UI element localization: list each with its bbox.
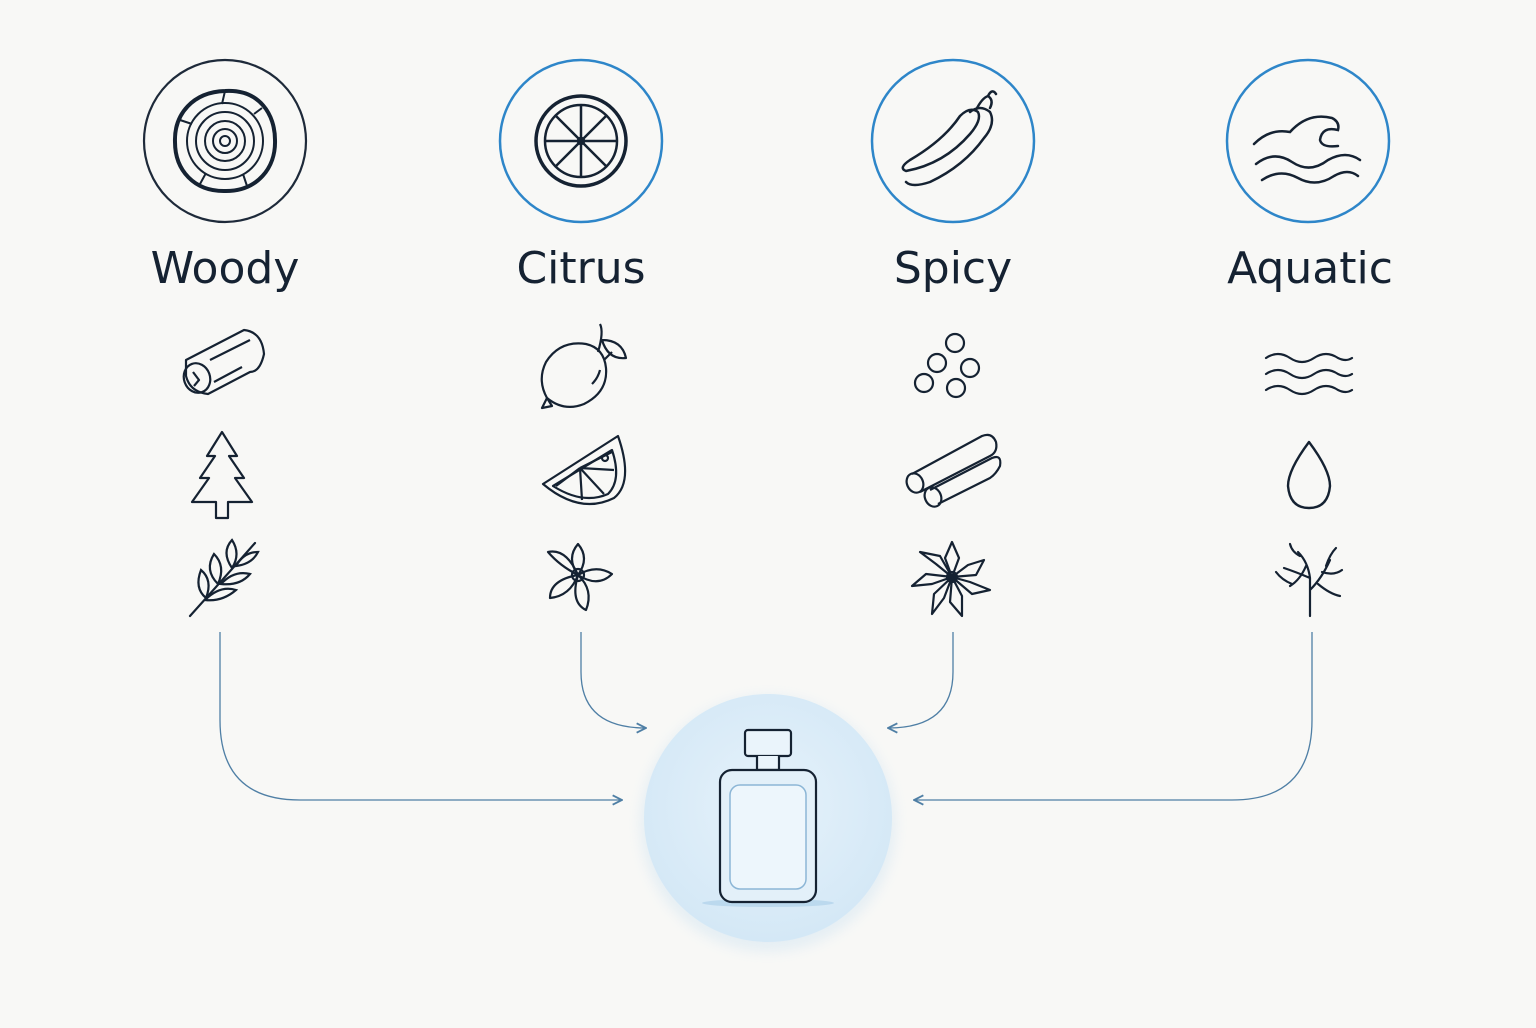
connector-spicy — [888, 632, 954, 728]
citrus-slice-icon — [534, 94, 628, 188]
aquatic-ring — [1225, 58, 1391, 224]
spicy-ring — [870, 58, 1036, 224]
tree-ring-icon — [172, 88, 278, 194]
perfume-bottle-icon — [702, 728, 834, 907]
citrus-ring — [498, 58, 664, 224]
connector-woody — [219, 632, 622, 800]
aquatic-label: Aquatic — [1227, 243, 1393, 294]
droplet-icon — [1286, 440, 1332, 510]
orange-wedge-icon — [541, 434, 627, 506]
star-anise-icon — [910, 540, 992, 618]
family-aquatic: Aquatic — [1225, 58, 1393, 618]
family-citrus: Citrus — [498, 58, 664, 612]
cinnamon-sticks-icon — [905, 433, 1002, 508]
woody-ring — [142, 58, 308, 224]
connector-aquatic — [914, 632, 1313, 800]
family-woody: Woody — [142, 58, 308, 618]
spicy-label: Spicy — [894, 243, 1012, 294]
water-lines-icon — [1264, 352, 1354, 396]
blossom-icon — [546, 542, 614, 612]
connector-citrus — [580, 632, 646, 728]
citrus-label: Citrus — [516, 243, 645, 294]
lemon-icon — [540, 323, 628, 410]
wave-icon — [1252, 115, 1362, 184]
pine-tree-icon — [190, 430, 254, 520]
peppercorns-icon — [913, 332, 981, 399]
chili-pepper-icon — [901, 90, 998, 187]
seaweed-icon — [1274, 542, 1344, 618]
result-node — [640, 694, 896, 952]
family-spicy: Spicy — [870, 58, 1036, 618]
log-icon — [182, 328, 266, 396]
leafy-branch-icon — [188, 538, 260, 618]
connectors — [219, 632, 1313, 800]
woody-label: Woody — [151, 243, 300, 294]
